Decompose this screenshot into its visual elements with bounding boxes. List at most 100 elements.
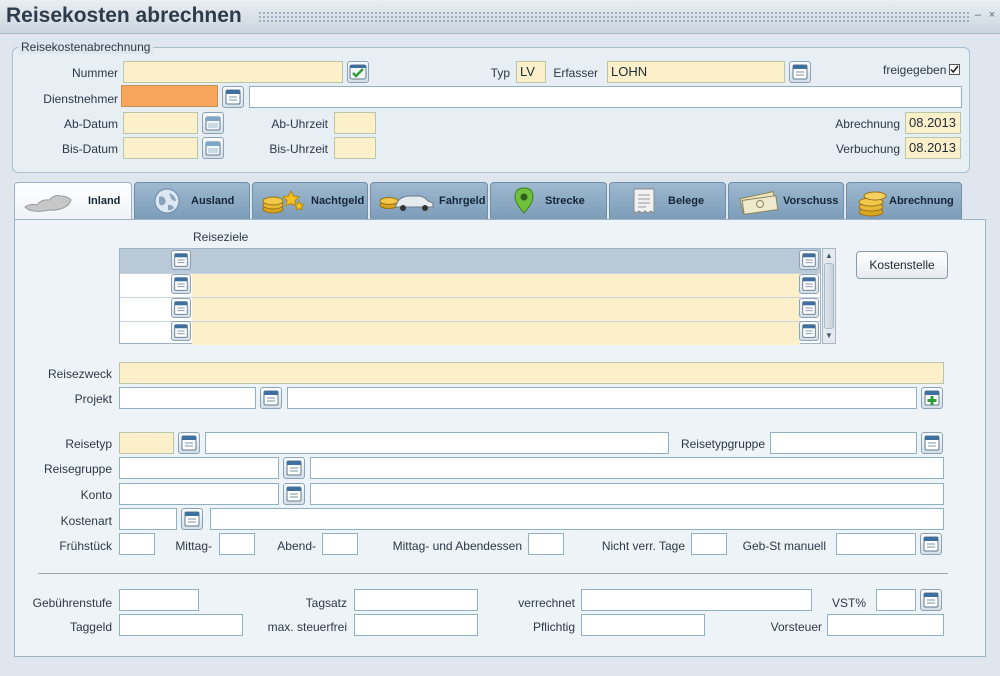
reisetyp-field[interactable] [119,432,174,454]
geb-st-lookup-icon[interactable] [920,533,942,555]
confirm-check-icon[interactable] [347,61,369,83]
konto-name-field[interactable] [310,483,944,505]
table-row[interactable] [120,297,820,321]
nummer-field[interactable] [123,61,343,83]
ab-uhrzeit-field[interactable] [334,112,376,134]
reiseziele-table [119,248,821,345]
typ-field[interactable]: LV [516,61,546,83]
kostenart-name-field[interactable] [210,508,944,530]
reisegruppe-label: Reisegruppe [43,462,112,476]
reiseziele-scrollbar[interactable]: ▲ ▼ [822,248,836,344]
fruehstueck-field[interactable] [119,533,155,555]
tab-strecke[interactable]: Strecke [490,182,607,219]
bis-datum-calendar-icon[interactable] [202,137,224,159]
dienstnehmer-field[interactable] [121,85,218,107]
projekt-lookup-icon[interactable] [260,387,282,409]
reisetyp-label: Reisetyp [65,437,112,451]
abend-field[interactable] [322,533,358,555]
reisetypgruppe-lookup-icon[interactable] [921,432,943,454]
row-lookup-icon[interactable] [171,274,191,294]
scroll-down-icon[interactable]: ▼ [825,331,833,340]
pflichtig-field[interactable] [581,614,705,636]
close-icon[interactable]: × [988,9,996,21]
add-plus-icon[interactable] [921,387,943,409]
bis-datum-field[interactable] [123,137,198,159]
tab-fahrgeld-label: Fahrgeld [439,195,486,207]
austria-map-icon [23,187,73,218]
mittag-abendessen-field[interactable] [528,533,564,555]
vst-lookup-icon[interactable] [920,589,942,611]
scroll-thumb[interactable] [824,263,834,329]
tab-fahrgeld[interactable]: Fahrgeld [370,182,488,219]
taggeld-field[interactable] [119,614,243,636]
reisezweck-field[interactable] [119,362,944,384]
row-lookup-icon[interactable] [799,250,819,270]
row-lookup-icon[interactable] [799,321,819,341]
row-lookup-icon[interactable] [171,298,191,318]
projekt-label: Projekt [74,392,112,406]
tagsatz-field[interactable] [354,589,478,611]
location-pin-icon [513,187,535,220]
geb-st-manuell-field[interactable] [836,533,916,555]
coin-stack-icon [857,187,889,220]
row-lookup-icon[interactable] [799,274,819,294]
tab-ausland[interactable]: Ausland [134,182,250,219]
reisegruppe-field[interactable] [119,457,279,479]
tagsatz-label: Tagsatz [305,596,347,610]
erfasser-lookup-icon[interactable] [789,61,811,83]
max-steuerfrei-field[interactable] [354,614,478,636]
konto-label: Konto [80,488,112,502]
row-lookup-icon[interactable] [171,250,191,270]
scroll-up-icon[interactable]: ▲ [825,251,833,260]
bis-uhrzeit-field[interactable] [334,137,376,159]
tab-abrechnung-label: Abrechnung [889,195,954,207]
gebuehrenstufe-label: Gebührenstufe [32,596,112,610]
table-row[interactable] [120,249,820,273]
coins-stars-icon [261,187,305,218]
tab-vorschuss[interactable]: Vorschuss [728,182,844,219]
konto-lookup-icon[interactable] [283,483,305,505]
row-lookup-icon[interactable] [171,321,191,341]
table-row[interactable] [120,321,820,345]
freigegeben-checkbox[interactable] [949,64,960,75]
tab-abrechnung[interactable]: Abrechnung [846,182,962,219]
tab-nachtgeld[interactable]: Nachtgeld [252,182,368,219]
dienstnehmer-name-field[interactable] [249,86,962,108]
nicht-verr-tage-label: Nicht verr. Tage [601,539,685,553]
kostenart-field[interactable] [119,508,177,530]
kostenart-lookup-icon[interactable] [181,508,203,530]
row-lookup-icon[interactable] [799,298,819,318]
abrechnung-field[interactable]: 08.2013 [905,112,961,134]
erfasser-field[interactable]: LOHN [607,61,785,83]
verrechnet-field[interactable] [581,589,812,611]
geb-st-manuell-label: Geb-St manuell [742,539,826,553]
vorsteuer-field[interactable] [827,614,944,636]
title-bar-pattern [258,11,970,23]
kostenstelle-button[interactable]: Kostenstelle [856,251,948,279]
vst-field[interactable] [876,589,916,611]
projekt-name-field[interactable] [287,387,917,409]
reisetyp-name-field[interactable] [205,432,669,454]
verbuchung-field[interactable]: 08.2013 [905,137,961,159]
tab-inland[interactable]: Inland [14,182,132,220]
tab-belege[interactable]: Belege [609,182,726,219]
divider [38,573,948,574]
table-row[interactable] [120,273,820,297]
dienstnehmer-lookup-icon[interactable] [222,86,244,108]
ab-datum-field[interactable] [123,112,198,134]
nicht-verr-tage-field[interactable] [691,533,727,555]
tab-nachtgeld-label: Nachtgeld [311,195,365,207]
projekt-field[interactable] [119,387,256,409]
mittag-field[interactable] [219,533,255,555]
reisegruppe-name-field[interactable] [310,457,944,479]
reisegruppe-lookup-icon[interactable] [283,457,305,479]
typ-label: Typ [490,66,510,80]
max-steuerfrei-label: max. steuerfrei [267,620,347,634]
konto-field[interactable] [119,483,279,505]
reisetypgruppe-field[interactable] [770,432,917,454]
minimize-icon[interactable]: – [974,9,982,21]
reisetyp-lookup-icon[interactable] [178,432,200,454]
ab-datum-calendar-icon[interactable] [202,112,224,134]
gebuehrenstufe-field[interactable] [119,589,199,611]
taggeld-label: Taggeld [69,620,112,634]
